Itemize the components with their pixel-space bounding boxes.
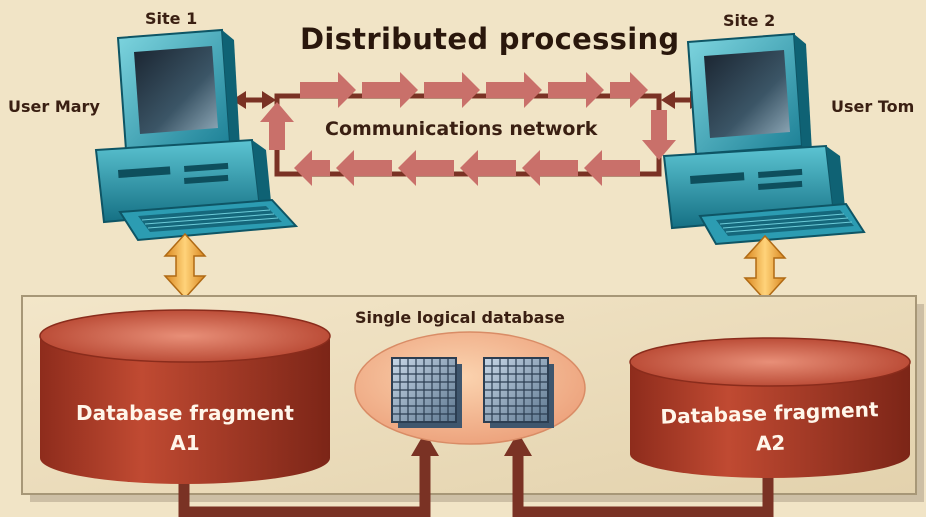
fragment-a2-label: Database fragment A2: [644, 394, 896, 463]
fragment-connectors: [178, 452, 774, 517]
fragment-a1-label: Database fragment A1: [60, 398, 310, 458]
grid-right-icon: [483, 357, 554, 428]
network-loop: [232, 72, 704, 186]
connector-arrowhead-left: [411, 432, 439, 456]
fragment-a1-id: A1: [170, 431, 200, 455]
double-arrow-right-icon: [743, 234, 787, 302]
diagram-title: Distributed processing: [300, 22, 680, 56]
grid-left-icon: [391, 357, 462, 428]
computer-site-1-icon: [94, 28, 299, 242]
site-2-label: Site 2: [723, 11, 776, 30]
connector-arrowhead-right: [504, 432, 532, 456]
user-mary-label: User Mary: [8, 97, 100, 116]
fragment-a1-name: Database fragment: [76, 401, 294, 425]
computer-site-2-icon: [662, 32, 866, 246]
database-fragment-a1-cylinder: [39, 309, 331, 484]
user-tom-label: User Tom: [831, 97, 915, 116]
database-fragment-a2-cylinder: [629, 337, 911, 478]
single-logical-database-label: Single logical database: [355, 308, 565, 327]
double-arrow-left-icon: [163, 232, 207, 300]
site-1-label: Site 1: [145, 9, 198, 28]
communications-network-label: Communications network: [325, 118, 598, 140]
